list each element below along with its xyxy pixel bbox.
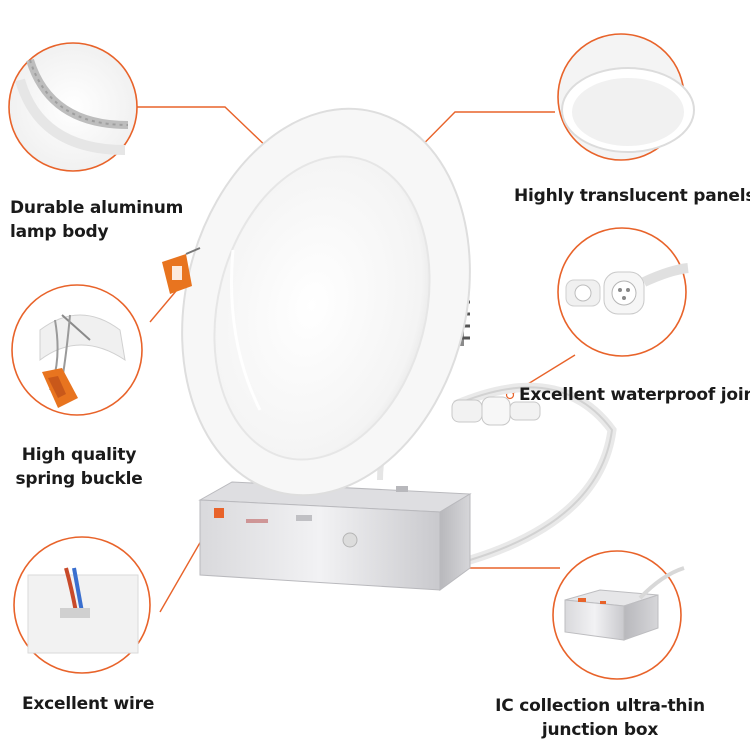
label-waterproof-joint: Excellent waterproof join <box>519 383 750 407</box>
main-product <box>162 107 617 591</box>
thumbnail-wire <box>13 536 151 674</box>
thumbnail-waterproof-connector <box>557 227 689 357</box>
label-spring-buckle-line1: High quality <box>21 445 137 465</box>
thumbnail-spring-buckle <box>11 284 143 416</box>
label-translucent-panels: Highly translucent panels <box>514 184 750 208</box>
label-spring-buckle-line2: spring buckle <box>15 469 143 489</box>
label-junction-box: IC collection ultra-thin junction box <box>480 694 720 742</box>
connector-illustration <box>451 396 541 426</box>
label-aluminum-body-line2: lamp body <box>10 222 109 242</box>
label-spring-buckle: High quality spring buckle <box>14 443 144 491</box>
label-junction-box-line1: IC collection ultra-thin <box>495 696 705 716</box>
label-aluminum-body-line1: Durable aluminum <box>10 198 184 218</box>
label-junction-box-line2: junction box <box>541 720 659 740</box>
thumbnail-translucent-panel <box>557 33 695 161</box>
label-wire: Excellent wire <box>22 692 154 716</box>
label-wire-line1: Excellent wire <box>22 694 155 714</box>
label-waterproof-joint-line1: Excellent waterproof join <box>519 385 750 405</box>
floating-clip-illustration <box>162 247 201 294</box>
label-aluminum-body: Durable aluminum lamp body <box>10 196 183 244</box>
callout-line-aluminum <box>137 106 273 153</box>
thumbnail-junction-box <box>552 550 685 680</box>
label-translucent-panels-line1: Highly translucent panels <box>514 186 750 206</box>
junction-box-illustration <box>198 481 472 591</box>
thumbnail-aluminum-body <box>8 42 138 172</box>
